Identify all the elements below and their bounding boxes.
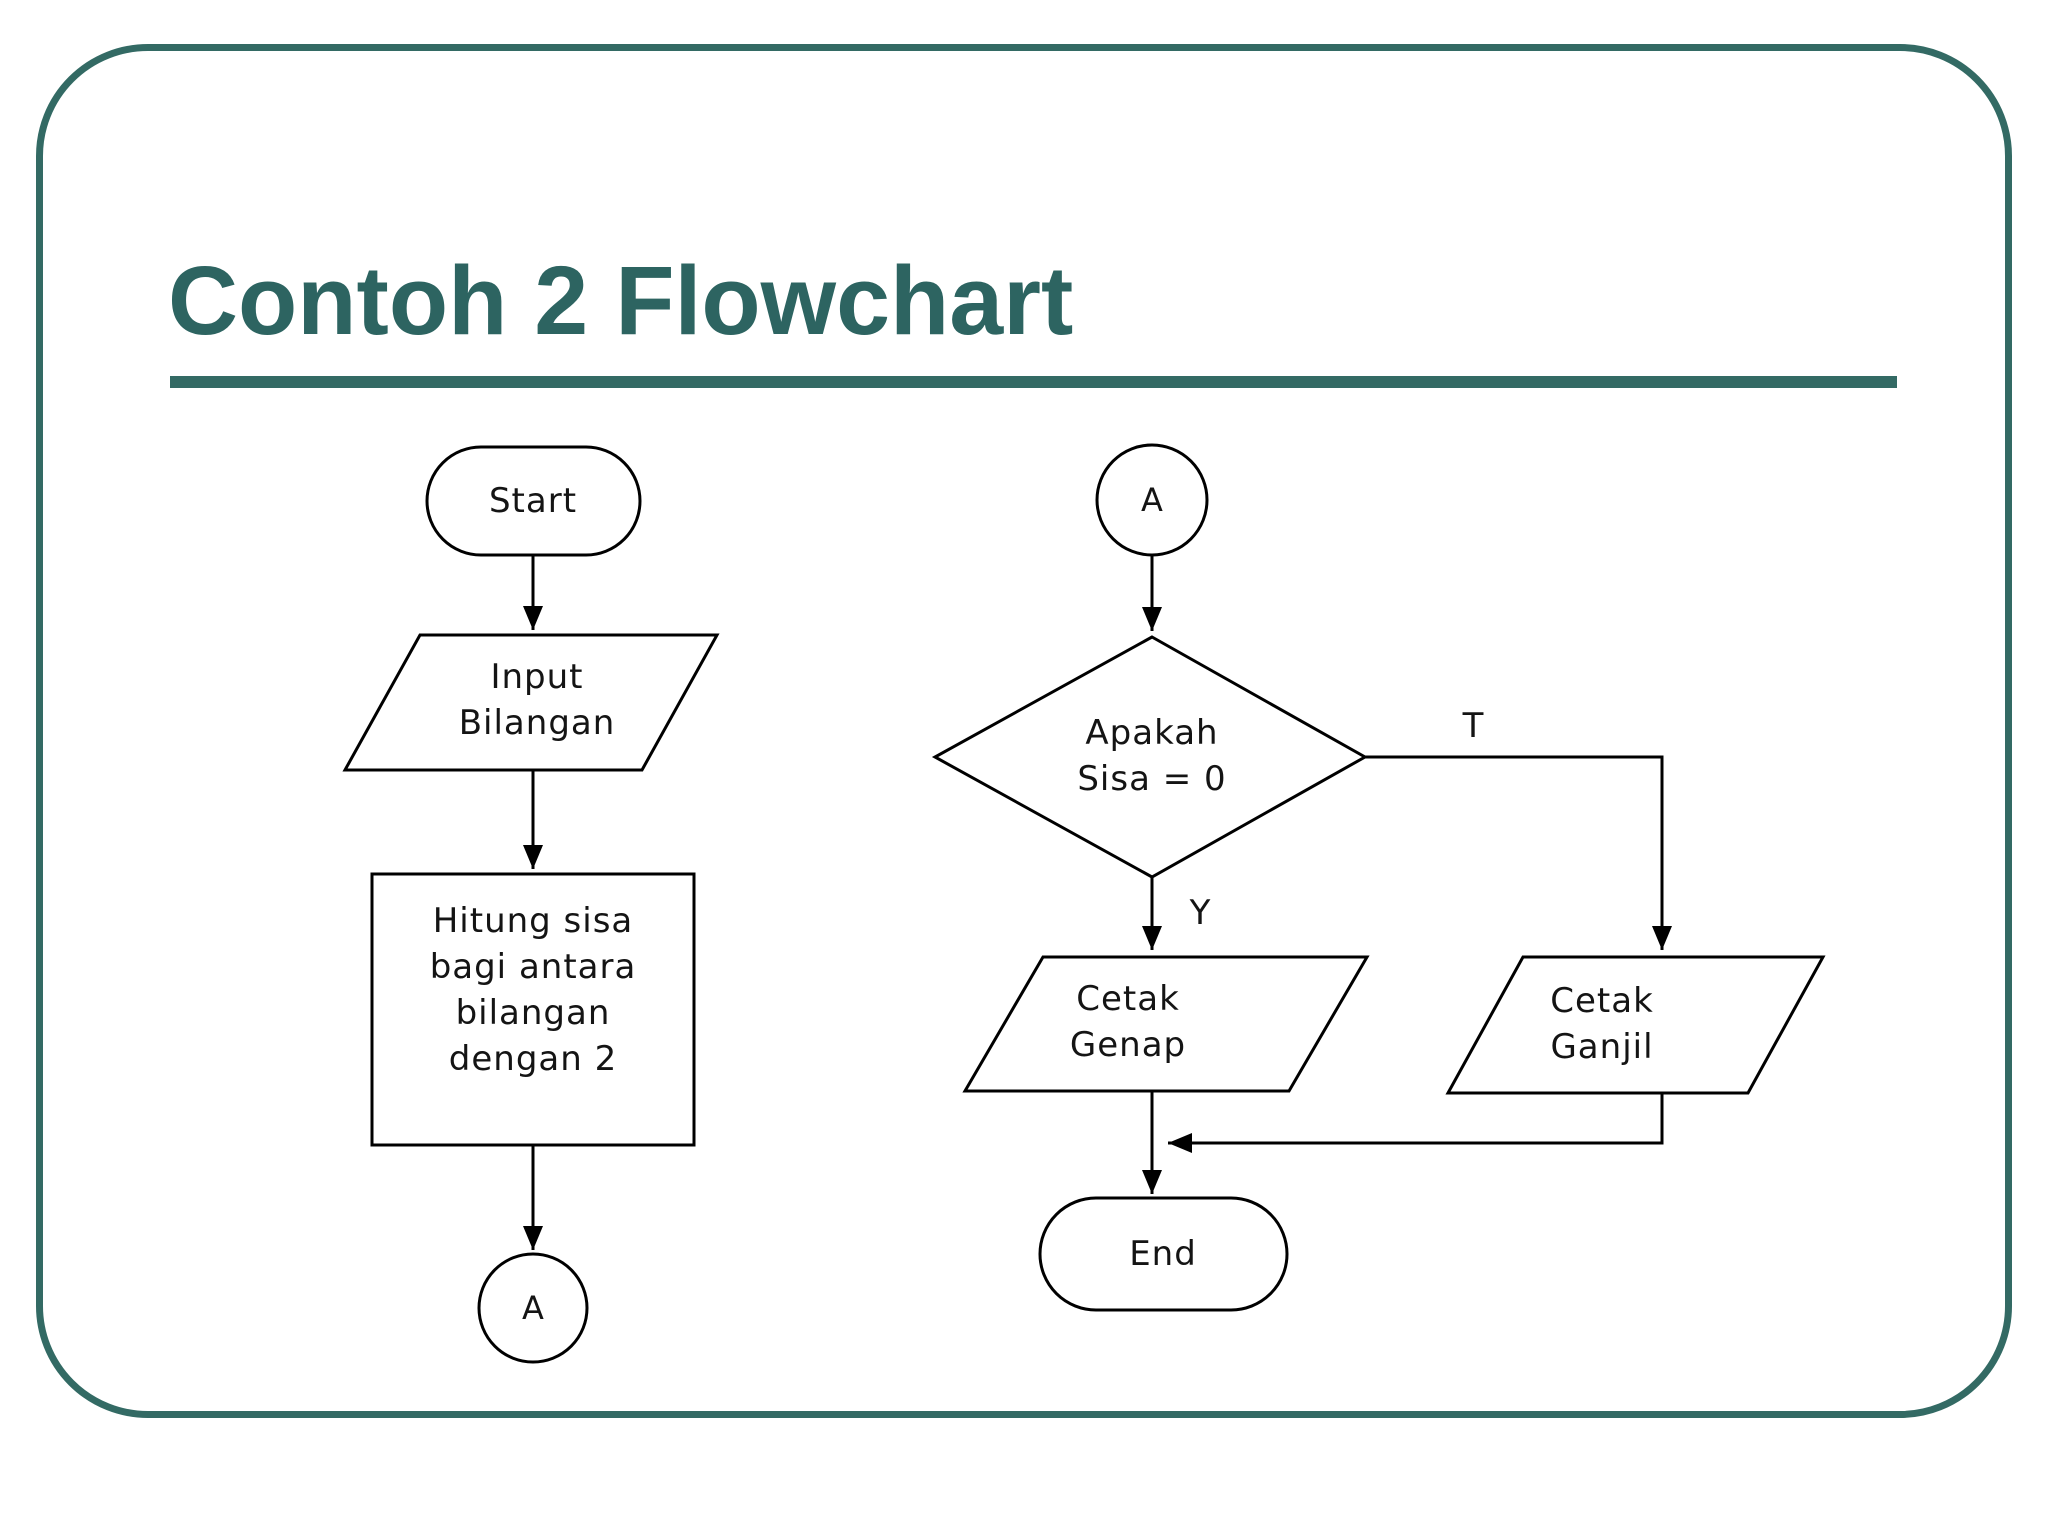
print-even-parallelogram-shape (962, 955, 1370, 1093)
print-even-parallelogram-label: Cetak Genap (1069, 979, 1187, 1065)
connector-a-right-label: A (1141, 481, 1163, 519)
arrow-odd-merge (1168, 1093, 1664, 1153)
print-odd-parallelogram-shape (1445, 955, 1826, 1095)
branch-yes-label: Y (1189, 893, 1211, 933)
start-terminator-label: Start (488, 481, 578, 521)
arrow-decision-true (1365, 755, 1672, 950)
connector-a-left-label: A (522, 1289, 544, 1327)
input-parallelogram-shape (342, 633, 720, 772)
branch-true-label: T (1462, 706, 1484, 746)
start-terminator-shape (425, 445, 642, 557)
decision-diamond-label: Apakah Sisa = 0 (1077, 713, 1227, 799)
slide-border-frame (36, 44, 2012, 1418)
process-rectangle-label: Hitung sisa bagi antara bilangan dengan … (429, 901, 637, 1079)
connector-a-left-shape (477, 1252, 589, 1364)
input-parallelogram-label: Input Bilangan (458, 657, 616, 743)
title-underline (170, 376, 1897, 388)
end-terminator-shape (1038, 1196, 1289, 1312)
connector-a-right-shape (1095, 443, 1209, 557)
process-rectangle-shape (370, 872, 696, 1147)
slide-title: Contoh 2 Flowchart (168, 246, 1074, 355)
decision-diamond-shape (931, 635, 1369, 879)
print-odd-parallelogram-label: Cetak Ganjil (1550, 981, 1654, 1067)
end-terminator-label: End (1129, 1234, 1197, 1274)
